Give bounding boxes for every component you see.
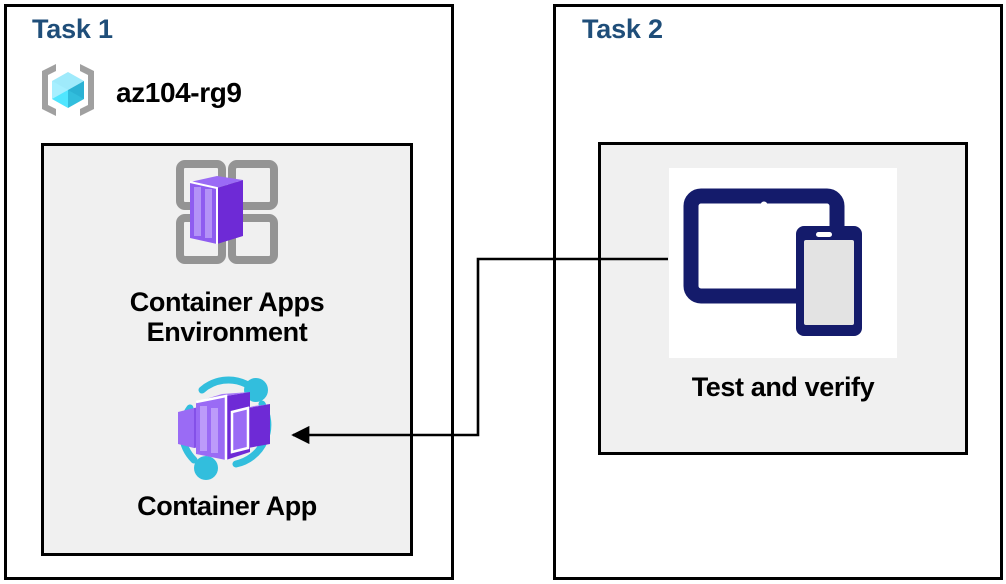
resource-group-header: az104-rg9	[36, 58, 242, 127]
container-app-icon	[166, 368, 288, 487]
container-app-item: Container App	[41, 368, 413, 521]
test-devices-icon	[669, 168, 897, 358]
task-2-title: Task 2	[582, 14, 663, 44]
test-and-verify-label: Test and verify	[691, 372, 875, 402]
task-1-title: Task 1	[32, 14, 113, 44]
container-apps-environment-item: Container Apps Environment	[41, 150, 413, 347]
test-and-verify-item: Test and verify	[598, 168, 968, 402]
azure-resource-group-icon	[36, 58, 100, 127]
container-app-label: Container App	[137, 491, 317, 521]
resource-group-name: az104-rg9	[116, 76, 242, 108]
container-apps-environment-label: Container Apps Environment	[129, 287, 325, 348]
container-apps-environment-icon	[164, 150, 290, 281]
